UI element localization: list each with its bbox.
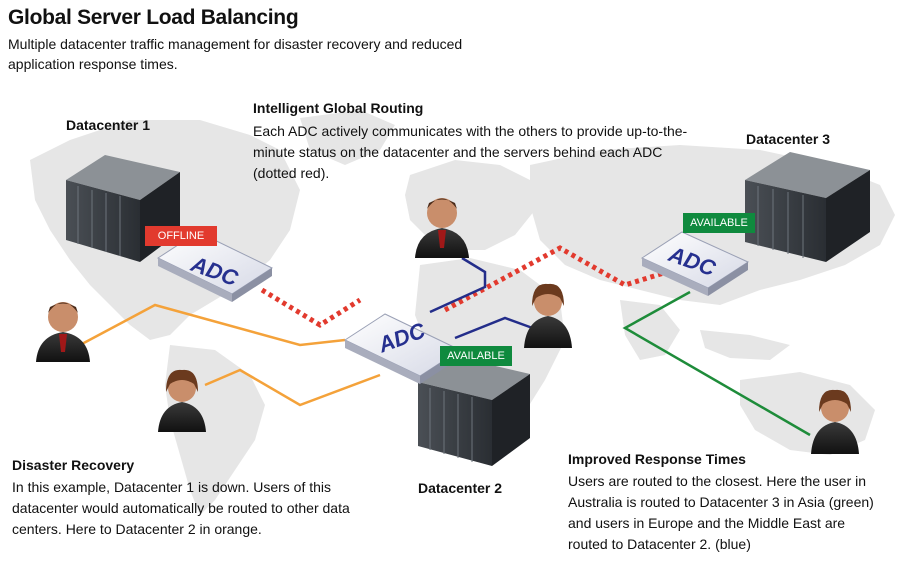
datacenter-2-rack [418, 357, 530, 466]
datacenter-3-rack [745, 152, 870, 262]
adc-appliance-3: ADC [640, 231, 750, 296]
disaster-heading: Disaster Recovery [12, 457, 135, 473]
disaster-body: In this example, Datacenter 1 is down. U… [12, 479, 350, 537]
status-links [260, 245, 681, 328]
user-icon-mideast [524, 283, 572, 348]
map-greenland [300, 110, 395, 165]
page-title: Global Server Load Balancing [8, 6, 299, 29]
blue-route-mideast [454, 316, 539, 340]
orange-routes [79, 303, 381, 407]
routing-heading: Intelligent Global Routing [253, 100, 424, 116]
page-subtitle: Multiple datacenter traffic management f… [8, 36, 463, 72]
user-icon-west-2 [158, 369, 206, 432]
map-europe [405, 160, 535, 250]
blue-route-europe [429, 256, 487, 314]
adc-appliance-2: ADC [343, 313, 462, 384]
response-body: Users are routed to the closest. Here th… [568, 473, 874, 552]
user-icon-west-1 [36, 302, 90, 362]
blue-routes [429, 256, 539, 340]
offline-badge: OFFLINE [145, 226, 217, 246]
user-icon-europe [415, 198, 469, 258]
available-badge-dc3: AVAILABLE [683, 213, 755, 233]
response-heading: Improved Response Times [568, 451, 746, 467]
green-route [622, 290, 811, 437]
datacenter-1-rack [66, 155, 180, 262]
orange-route-user2 [204, 368, 381, 407]
available-badge-dc2: AVAILABLE [440, 346, 512, 366]
map-south-asia [620, 300, 680, 360]
datacenter-2-label: Datacenter 2 [418, 480, 503, 496]
status-link-dc2-dc3 [443, 245, 681, 313]
datacenter-1-label: Datacenter 1 [66, 117, 151, 133]
routing-body: Each ADC actively communicates with the … [253, 123, 688, 181]
map-indonesia [700, 330, 790, 360]
user-icon-australia [811, 389, 859, 454]
orange-route-user1 [79, 303, 346, 347]
datacenter-3-label: Datacenter 3 [746, 131, 831, 147]
status-link-dc1-dc2 [260, 287, 362, 328]
